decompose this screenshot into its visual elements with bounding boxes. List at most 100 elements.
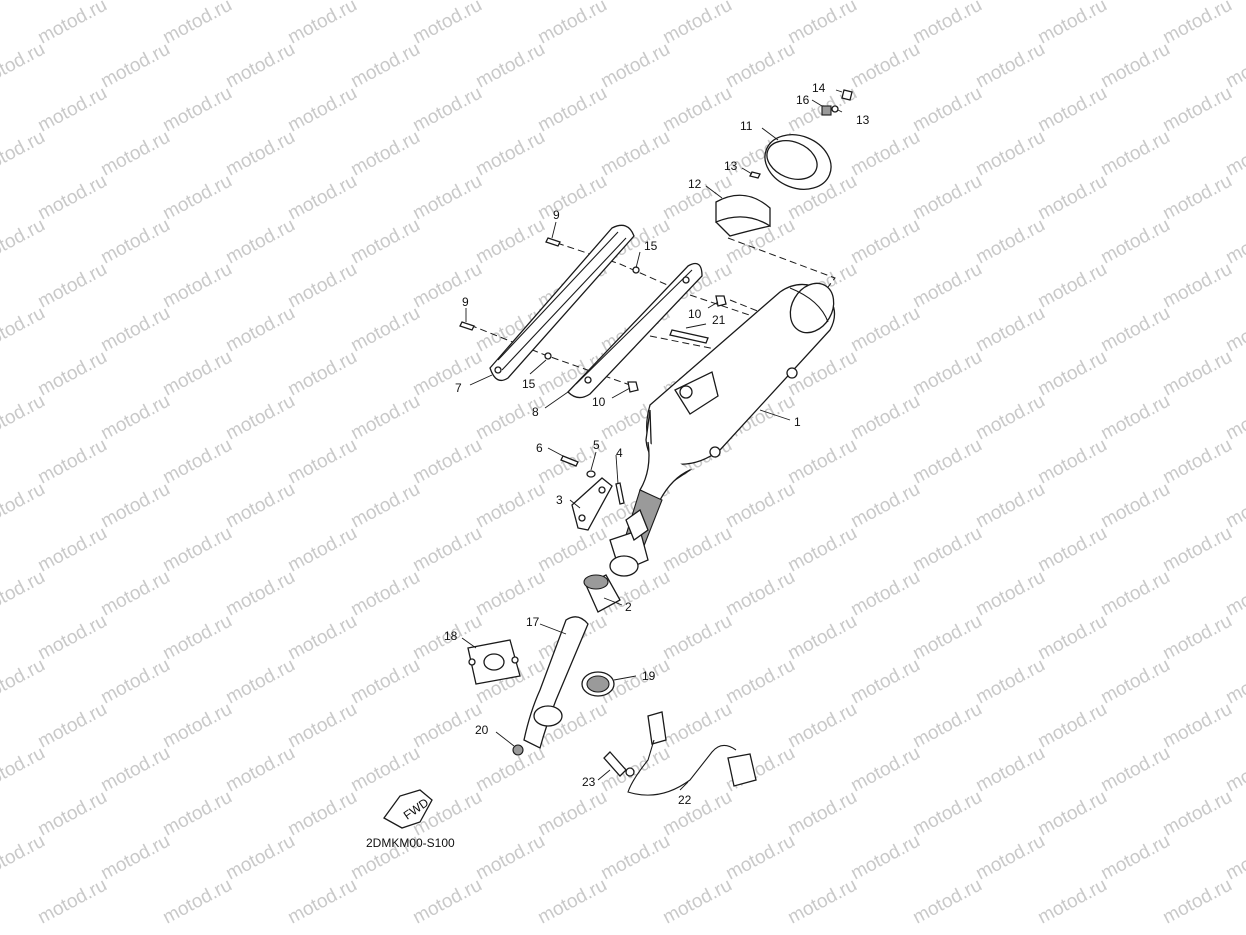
watermark-text: motod.ru: [159, 259, 235, 313]
watermark-text: motod.ru: [409, 171, 485, 225]
watermark-text: motod.ru: [97, 39, 173, 93]
watermark-text: motod.ru: [534, 523, 610, 577]
watermark-text: motod.ru: [659, 611, 735, 665]
watermark-text: motod.ru: [0, 743, 49, 797]
watermark-text: motod.ru: [972, 303, 1048, 357]
callout-20: 20: [475, 723, 489, 737]
watermark-text: motod.ru: [659, 787, 735, 841]
watermark-text: motod.ru: [1159, 523, 1235, 577]
watermark-text: motod.ru: [284, 83, 360, 137]
watermark-text: motod.ru: [0, 303, 49, 357]
callout-2: 2: [625, 600, 632, 614]
watermark-text: motod.ru: [909, 0, 985, 48]
watermark-text: motod.ru: [284, 699, 360, 753]
watermark-text: motod.ru: [972, 655, 1048, 709]
watermark-text: motod.ru: [597, 127, 673, 181]
watermark-text: motod.ru: [222, 303, 298, 357]
watermark-text: motod.ru: [347, 391, 423, 445]
watermark-text: motod.ru: [34, 347, 110, 401]
watermark-text: motod.ru: [0, 479, 49, 533]
watermark-text: motod.ru: [1159, 699, 1235, 753]
watermark-text: motod.ru: [159, 875, 235, 929]
band-part-12: [715, 194, 771, 237]
watermark-text: motod.ru: [1097, 0, 1173, 4]
watermark-text: motod.ru: [409, 875, 485, 929]
watermark-text: motod.ru: [222, 743, 298, 797]
watermark-text: motod.ru: [97, 391, 173, 445]
callout-7: 7: [455, 381, 462, 395]
watermark-text: motod.ru: [1222, 0, 1246, 4]
watermark-text: motod.ru: [0, 567, 49, 621]
watermark-text: motod.ru: [347, 743, 423, 797]
watermark-text: motod.ru: [722, 831, 798, 885]
watermark-text: motod.ru: [597, 39, 673, 93]
watermark-text: motod.ru: [347, 0, 423, 4]
watermark-text: motod.ru: [597, 831, 673, 885]
watermark-text: motod.ru: [347, 39, 423, 93]
watermark-text: motod.ru: [472, 39, 548, 93]
callout-labels: 1 2 3 4 5 6 7 8 9 9 10 10 11 12 13 13 14…: [444, 81, 870, 807]
watermark-text: motod.ru: [34, 0, 110, 48]
watermark-text: motod.ru: [222, 215, 298, 269]
watermark-text: motod.ru: [1159, 83, 1235, 137]
watermark-text: motod.ru: [0, 0, 49, 4]
watermark-text: motod.ru: [1034, 347, 1110, 401]
watermark-text: motod.ru: [347, 567, 423, 621]
callout-18: 18: [444, 629, 458, 643]
watermark-text: motod.ru: [34, 435, 110, 489]
watermark-text: motod.ru: [159, 435, 235, 489]
heat-protector-part-7: [489, 224, 635, 382]
watermark-text: motod.ru: [159, 347, 235, 401]
watermark-text: motod.ru: [847, 0, 923, 4]
watermark-text: motod.ru: [909, 171, 985, 225]
watermark-text: motod.ru: [97, 655, 173, 709]
watermark-text: motod.ru: [34, 699, 110, 753]
watermark-text: motod.ru: [972, 567, 1048, 621]
callout-10-upper: 10: [688, 307, 702, 321]
watermark-text: motod.ru: [1097, 39, 1173, 93]
watermark-text: motod.ru: [97, 215, 173, 269]
watermark-text: motod.ru: [97, 831, 173, 885]
watermark-text: motod.ru: [847, 39, 923, 93]
watermark-text: motod.ru: [284, 259, 360, 313]
watermark-text: motod.ru: [534, 171, 610, 225]
watermark-text: motod.ru: [659, 83, 735, 137]
watermark-text: motod.ru: [34, 611, 110, 665]
watermark-text: motod.ru: [722, 655, 798, 709]
callout-1: 1: [794, 415, 801, 429]
callout-5: 5: [593, 438, 600, 452]
watermark-text: motod.ru: [347, 479, 423, 533]
watermark-text: motod.ru: [222, 479, 298, 533]
callout-4: 4: [616, 446, 623, 460]
watermark-text: motod.ru: [1097, 127, 1173, 181]
watermark-text: motod.ru: [97, 567, 173, 621]
watermark-text: motod.ru: [472, 567, 548, 621]
watermark-text: motod.ru: [409, 435, 485, 489]
diagram-code: 2DMKM00-S100: [366, 836, 455, 850]
watermark-text: motod.ru: [1034, 0, 1110, 48]
watermark-text: motod.ru: [1159, 787, 1235, 841]
callout-6: 6: [536, 441, 543, 455]
watermark-text: motod.ru: [1097, 303, 1173, 357]
watermark-text: motod.ru: [284, 347, 360, 401]
watermark-text: motod.ru: [972, 0, 1048, 4]
watermark-text: motod.ru: [847, 831, 923, 885]
watermark-text: motod.ru: [222, 39, 298, 93]
watermark-text: motod.ru: [1034, 787, 1110, 841]
watermark-text: motod.ru: [409, 0, 485, 48]
watermark-text: motod.ru: [1159, 435, 1235, 489]
watermark-text: motod.ru: [159, 83, 235, 137]
watermark-text: motod.ru: [534, 0, 610, 48]
bolts-nuts-collars: [459, 237, 727, 393]
watermark-text: motod.ru: [284, 0, 360, 48]
watermark-text: motod.ru: [1034, 611, 1110, 665]
watermark-text: motod.ru: [284, 875, 360, 929]
watermark-text: motod.ru: [472, 215, 548, 269]
callout-15-upper: 15: [644, 239, 658, 253]
watermark-text: motod.ru: [847, 127, 923, 181]
watermark-text: motod.ru: [347, 215, 423, 269]
o2-sensor-part-22: [603, 711, 757, 796]
watermark-text: motod.ru: [659, 875, 735, 929]
